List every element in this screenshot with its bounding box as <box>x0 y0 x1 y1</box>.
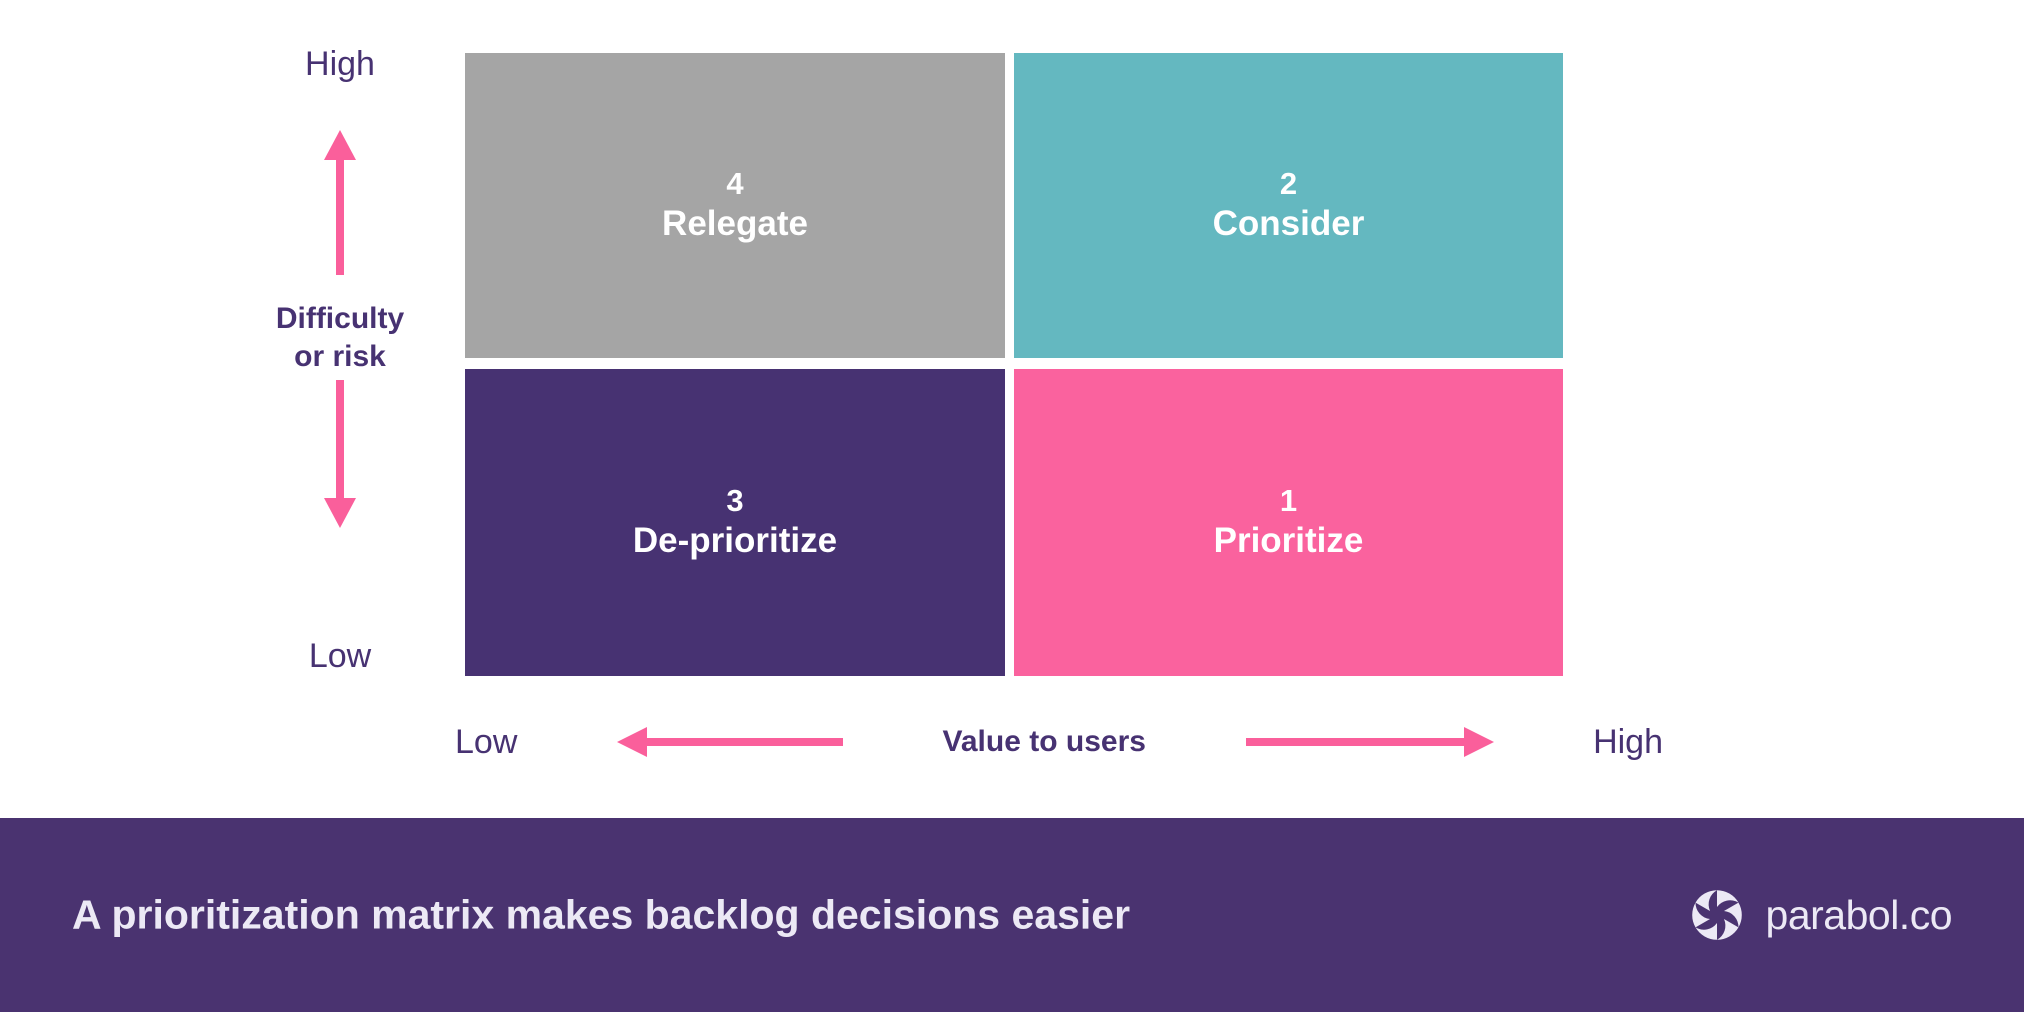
quadrant-relegate: 4 Relegate <box>465 53 1005 358</box>
brand-name: parabol.co <box>1765 891 1953 938</box>
quadrant-relegate-label: Relegate <box>662 204 808 244</box>
quadrant-prioritize: 1 Prioritize <box>1014 369 1563 676</box>
x-axis-high-label: High <box>1593 722 1663 761</box>
quadrant-deprioritize-number: 3 <box>726 483 744 519</box>
arrow-up-icon <box>324 130 356 275</box>
quadrant-relegate-number: 4 <box>726 166 744 202</box>
x-axis: Low Value to users High <box>455 712 1663 772</box>
quadrant-prioritize-number: 1 <box>1279 483 1298 519</box>
parabol-logo-icon <box>1691 890 1742 940</box>
x-axis-low-label: Low <box>455 722 518 761</box>
footer-banner: A prioritization matrix makes backlog de… <box>0 818 2024 1012</box>
quadrant-deprioritize: 3 De-prioritize <box>465 369 1005 676</box>
y-axis-low-label: Low <box>308 637 372 675</box>
arrow-left-icon <box>616 727 843 757</box>
quadrant-deprioritize-label: De-prioritize <box>632 521 838 561</box>
arrow-down-icon <box>324 380 356 528</box>
quadrant-consider: 2 Consider <box>1014 53 1563 358</box>
matrix-grid: 4 Relegate 2 Consider 3 De-prioritize 1 … <box>465 53 1563 676</box>
y-axis-title-line2: or risk <box>294 340 386 374</box>
arrow-right-icon <box>1245 727 1494 757</box>
footer-title: A prioritization matrix makes backlog de… <box>72 891 1131 938</box>
quadrant-prioritize-label: Prioritize <box>1213 521 1364 561</box>
y-axis-title-line1: Difficulty <box>275 302 405 335</box>
prioritization-matrix-diagram: High Difficulty or risk Low 4 Relegate 2… <box>240 45 1663 772</box>
quadrant-consider-number: 2 <box>1279 166 1298 202</box>
brand-lockup: parabol.co <box>1686 884 1953 946</box>
x-axis-title: Value to users <box>942 725 1146 758</box>
y-axis-high-label: High <box>305 45 375 83</box>
y-axis-title: Difficulty or risk <box>240 300 440 377</box>
quadrant-consider-label: Consider <box>1212 204 1365 244</box>
y-axis: High Difficulty or risk Low <box>240 45 440 685</box>
